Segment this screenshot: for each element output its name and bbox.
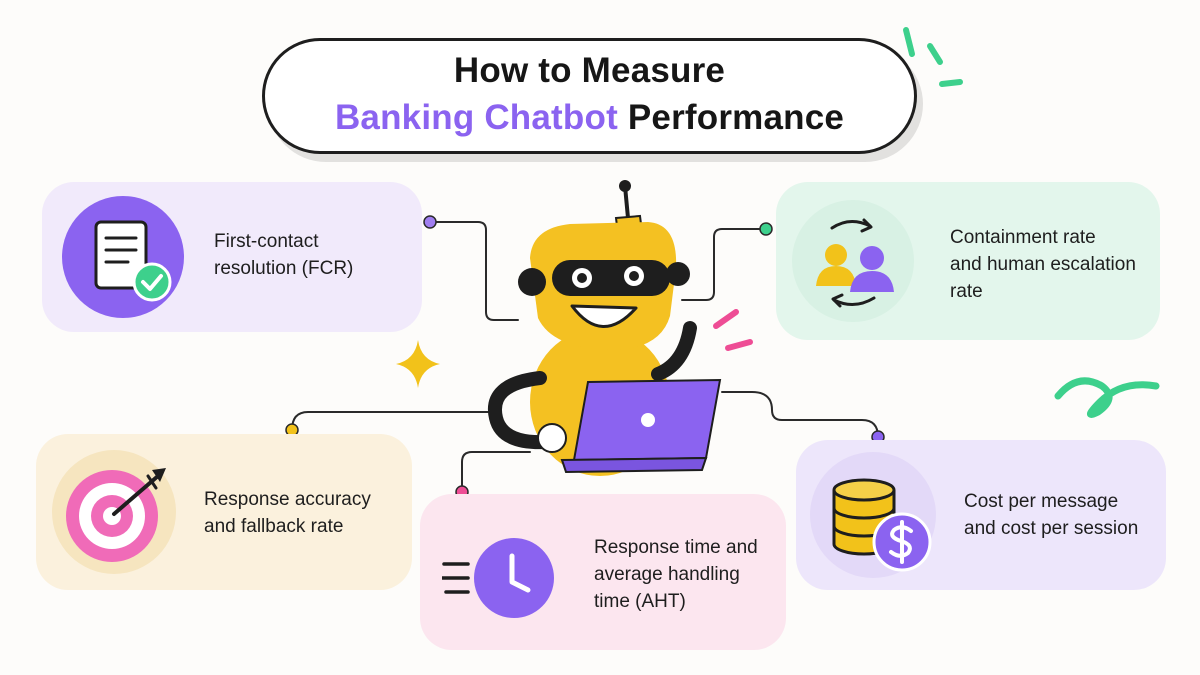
title-line-1: How to Measure [453,51,726,90]
metric-card-fcr: First-contact resolution (FCR) [42,182,422,332]
connector-accuracy [291,411,493,431]
document-check-icon [94,220,172,302]
connector-dot-fcr [423,215,437,229]
metric-card-accuracy: Response accuracy and fallback rate [36,434,412,590]
cost-icon-circle [810,452,936,578]
cost-label: Cost per message and cost per session [964,491,1139,539]
title-rest: Performance [627,98,845,137]
fcr-icon-circle [62,196,184,318]
robot-icon [487,180,722,476]
clock-icon [438,538,554,618]
containment-icon-circle [792,200,914,322]
containment-label: Containment rate and human escalation ra… [950,227,1136,302]
metric-card-cost: Cost per message and cost per session [796,440,1166,590]
pink-spark-icon [713,309,753,351]
title-cloud: How to Measure Banking Chatbot Performan… [262,38,917,154]
connector-dot-containment [759,222,773,236]
connector-cost [721,391,879,438]
title-accent: Banking Chatbot [334,98,618,137]
yellow-star-icon [396,340,440,388]
connector-response-time [461,451,531,493]
metric-card-containment: Containment rate and human escalation ra… [776,182,1160,340]
coins-dollar-icon [832,478,932,572]
connector-fcr [429,221,519,321]
response-time-label: Response time and average handling time … [594,537,758,612]
accuracy-icon-circle [52,450,176,574]
accuracy-label: Response accuracy and fallback rate [204,489,371,537]
robot-mascot [487,180,722,476]
title-line-2: Banking Chatbot Performance [265,98,914,138]
metric-card-response-time: Response time and average handling time … [420,494,786,650]
users-swap-icon [816,218,894,308]
green-spark-icon [903,27,963,87]
green-squiggle-icon [1054,377,1160,418]
connector-containment [681,228,767,301]
target-arrow-icon [66,468,166,562]
fcr-label: First-contact resolution (FCR) [214,231,354,279]
response-time-icon-circle [438,518,560,636]
